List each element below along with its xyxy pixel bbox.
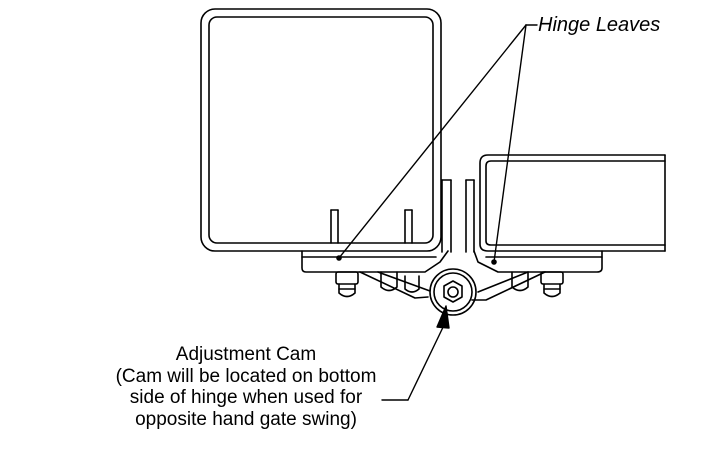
right-bolt-1 (511, 271, 529, 292)
adjustment-cam (429, 268, 477, 316)
adjustment-cam-note-line-2: side of hinge when used for (129, 387, 363, 408)
hinge-leaves-leader (338, 24, 538, 263)
left-hinge-leaf (301, 250, 449, 299)
adjustment-cam-note-line-1: (Cam will be located on bottom (115, 365, 377, 387)
right-bolt-2 (540, 271, 564, 298)
adjustment-cam-leader (381, 305, 450, 401)
left-bolt-2 (380, 271, 398, 292)
left-bolt-3 (404, 275, 420, 293)
hinge-barrel (441, 179, 475, 253)
right-hinge-leaf (471, 250, 603, 301)
adjustment-cam-callout: Adjustment Cam (Cam will be located on b… (86, 344, 406, 430)
adjustment-cam-title: Adjustment Cam (175, 344, 317, 365)
right-tube (479, 154, 666, 252)
left-bolt-1 (335, 271, 359, 298)
leader-dot-left (336, 255, 342, 261)
adjustment-cam-note-line-3: opposite hand gate swing) (135, 408, 357, 430)
leader-dot-right (491, 259, 497, 265)
left-square-tube (200, 8, 442, 252)
hinge-leaves-label: Hinge Leaves (538, 14, 661, 36)
